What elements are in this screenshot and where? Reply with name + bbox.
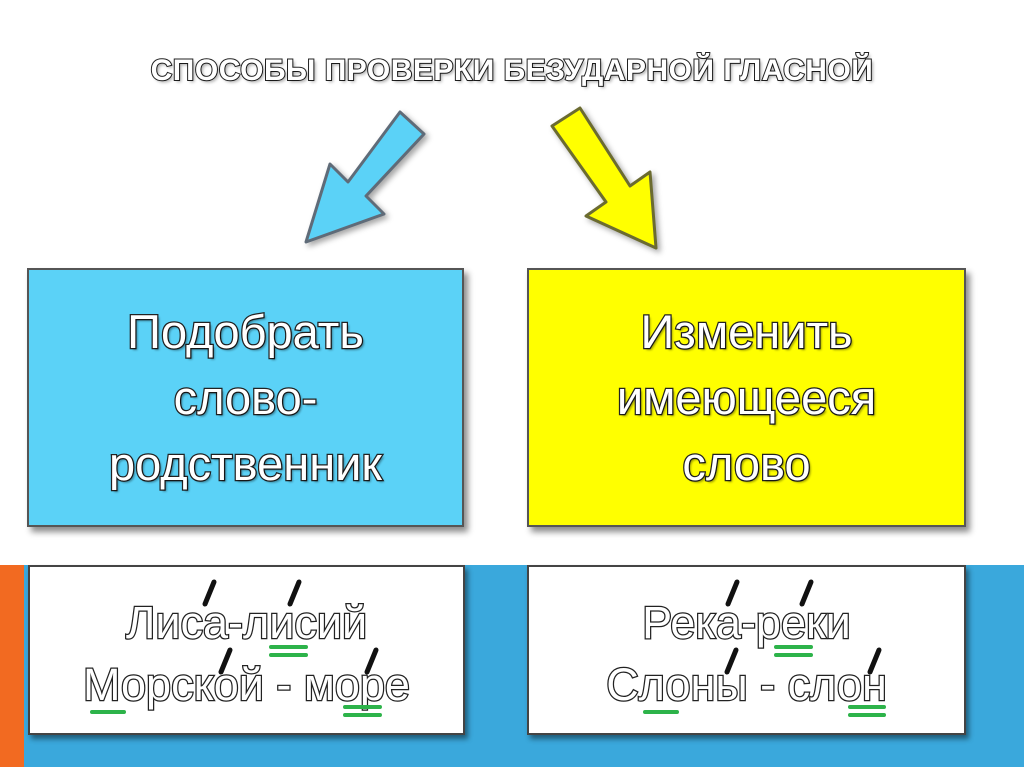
yellow-arrow-down-right <box>550 106 658 250</box>
method-line: слово <box>681 435 812 491</box>
method-box-change-word: Изменить имеющееся слово <box>527 268 966 527</box>
bottom-orange-strip <box>0 565 24 767</box>
example-box-left: Лиса-лисий Морской - море <box>28 565 465 735</box>
page-title: СПОСОБЫ ПРОВЕРКИ БЕЗУДАРНОЙ ГЛАСНОЙ <box>150 53 874 88</box>
method-line: Изменить <box>639 303 854 359</box>
example-line: Река-реки <box>641 596 852 650</box>
example-line: Лиса-лисий <box>125 596 369 650</box>
blue-arrow-down-left <box>304 110 426 244</box>
method-line: имеющееся <box>616 369 878 425</box>
method-line: слово- <box>172 369 318 425</box>
example-box-right: Река-реки Слоны - слон <box>527 565 966 735</box>
example-line: Морской - море <box>82 658 411 712</box>
method-line: Подобрать <box>126 303 365 359</box>
method-line: родственник <box>108 435 384 491</box>
example-line: Слоны - слон <box>605 658 888 712</box>
method-box-related-word: Подобрать слово- родственник <box>27 268 464 527</box>
